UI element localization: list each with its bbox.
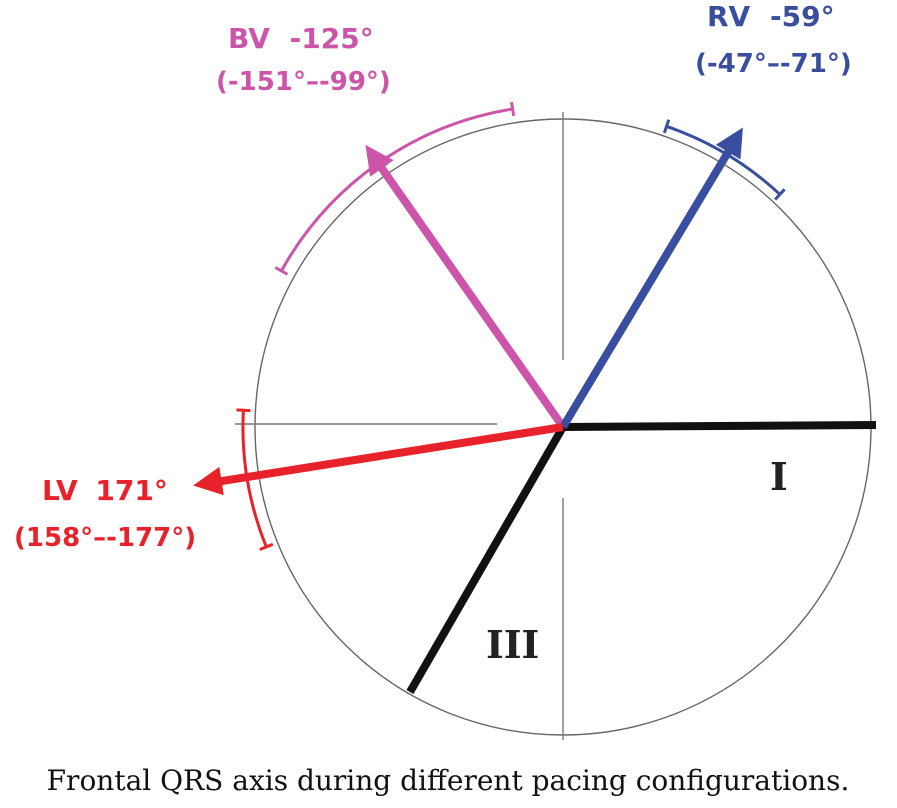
lv-range-label: (158°–-177°) <box>14 523 196 553</box>
rv-axis-arrow <box>559 127 743 430</box>
rv-range-cap-end <box>774 188 786 201</box>
lv-name: LV <box>42 474 78 507</box>
rv-label: RV -59° <box>707 0 835 33</box>
lv-axis-arrow <box>193 423 564 496</box>
lead-i-line <box>562 421 877 431</box>
lv-range-cap-end <box>236 408 251 413</box>
rv-range-cap-start <box>662 119 671 134</box>
bv-angle: -125° <box>290 22 374 55</box>
bv-name: BV <box>228 22 270 55</box>
lead-i-label: I <box>770 454 788 499</box>
range-arcs <box>236 101 786 551</box>
lv-angle: 171° <box>95 474 167 507</box>
rv-name: RV <box>707 0 751 33</box>
lv-range-cap-start <box>259 542 274 551</box>
lead-iii-line <box>406 424 567 695</box>
rv-angle: -59° <box>770 0 835 33</box>
bv-range-cap-start <box>274 266 289 276</box>
rv-range-label: (-47°–-71°) <box>695 49 852 79</box>
bv-range-label: (-151°–-99°) <box>216 67 391 97</box>
lead-iii-label: III <box>486 622 539 667</box>
bv-range-cap-end <box>510 101 516 117</box>
figure-caption: Frontal QRS axis during different pacing… <box>47 764 850 797</box>
lv-label: LV 171° <box>42 474 168 507</box>
bv-axis-arrow <box>365 144 567 430</box>
bv-label: BV -125° <box>228 22 374 55</box>
